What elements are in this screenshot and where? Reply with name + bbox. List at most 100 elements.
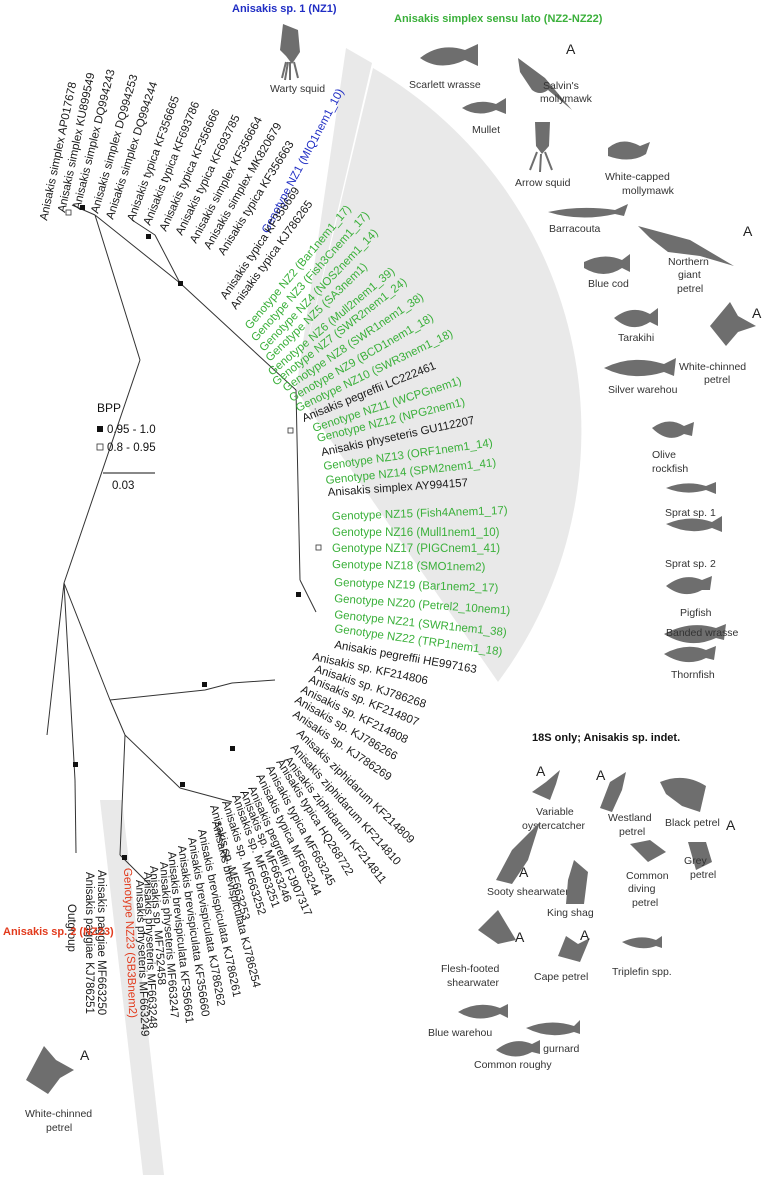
bpp-high-node (230, 746, 235, 751)
host-label: Sooty shearwater (487, 886, 569, 898)
bpp-low-node (315, 544, 322, 551)
host-label: petrel (704, 374, 730, 386)
legend-high-label: 0.95 - 1.0 (107, 424, 156, 436)
legend-low-label: 0.8 - 0.95 (107, 442, 156, 454)
bird-icon (566, 860, 588, 904)
host-label: Cape petrel (534, 971, 588, 983)
host-label: Thornfish (671, 669, 715, 681)
fish-icon (664, 646, 716, 663)
bpp-high-node (180, 782, 185, 787)
adult-marker: A (515, 929, 525, 945)
host-label: Black petrel (665, 817, 720, 829)
host-label: Banded wrasse (666, 627, 739, 639)
fish-icon (526, 1020, 580, 1036)
bird-icon (710, 302, 756, 346)
host-label: Sprat sp. 2 (665, 558, 716, 570)
bpp-high-node (73, 762, 78, 767)
nz1-wedge (296, 48, 372, 390)
bird-icon (630, 840, 666, 862)
host-label: mollymawk (622, 185, 675, 197)
leaf-label: Genotype NZ19 (Bar1nem2_17) (334, 577, 499, 595)
bird-icon (608, 141, 650, 160)
adult-marker: A (566, 41, 576, 57)
bpp-high-node (296, 592, 301, 597)
fish-icon (584, 254, 630, 274)
bird-icon (496, 822, 540, 884)
simplex-heading: Anisakis simplex sensu lato (NZ2-NZ22) (394, 13, 603, 25)
host-label: Triplefin spp. (612, 966, 672, 978)
host-label: Common (626, 870, 669, 882)
leaf-label: Anisakis physeteris MF663248 (141, 872, 158, 1029)
bpp-high-node (122, 855, 127, 860)
bird-icon (660, 777, 706, 812)
host-label: Warty squid (270, 83, 325, 95)
fish-icon (622, 936, 662, 949)
host-label: Arrow squid (515, 177, 571, 189)
host-label: Flesh-footed (441, 963, 500, 975)
host-label: Blue cod (588, 278, 629, 290)
host-label: petrel (632, 897, 658, 909)
host-label: rockfish (652, 463, 688, 475)
bird-icon (478, 910, 516, 944)
host-label: mollymawk (540, 93, 593, 105)
adult-marker: A (536, 763, 546, 779)
host-label: White-capped (605, 171, 670, 183)
leaf-label: Outgroup (65, 904, 77, 952)
adult-marker: A (743, 223, 753, 239)
fish-icon (666, 576, 712, 595)
host-label: shearwater (447, 977, 499, 989)
bird-icon (600, 772, 626, 812)
legend-title: BPP (97, 401, 121, 415)
host-label: Tarakihi (618, 332, 654, 344)
host-label: Sprat sp. 1 (665, 507, 716, 519)
fish-icon (604, 358, 676, 377)
node-markers (65, 205, 322, 860)
host-label: White-chinned (25, 1108, 92, 1120)
host-label: Mullet (472, 124, 500, 136)
fish-icon (666, 516, 722, 532)
bpp-high-node (202, 682, 207, 687)
adult-marker: A (80, 1047, 90, 1063)
squid-icon (529, 122, 553, 173)
host-label: Northern (668, 256, 709, 268)
bird-icon (26, 1046, 74, 1094)
fish-icon (666, 482, 716, 494)
fish-icon (496, 1040, 540, 1057)
legend-high-swatch (97, 426, 103, 432)
leaf-label: Genotype NZ18 (SMO1nem2) (332, 559, 486, 574)
host-label: diving (628, 883, 656, 895)
host-label: King shag (547, 907, 594, 919)
fish-icon (614, 308, 658, 328)
leaf-label: Genotype NZ16 (Mull1nem1_10) (332, 527, 500, 539)
bpp-low-node (65, 209, 72, 216)
fish-icon (664, 624, 726, 644)
host-label: petrel (619, 826, 645, 838)
host-label: White-chinned (679, 361, 746, 373)
bpp-high-node (146, 234, 151, 239)
fish-icon (548, 204, 628, 218)
host-label: Westland (608, 812, 652, 824)
adult-marker: A (752, 305, 762, 321)
leaf-label: Genotype NZ17 (PIGCnem1_41) (332, 543, 500, 555)
adult-marker: A (726, 817, 736, 833)
albatross-icon (518, 58, 572, 110)
bird-icon (558, 936, 590, 962)
leaf-label: Anisakis paggiae KJ786251 (83, 872, 95, 1014)
bird-icon (532, 770, 560, 800)
leaf-label: Anisakis physeteris MF663249 (133, 880, 150, 1037)
host-label: Common roughy (474, 1059, 552, 1071)
nz23-heading: Anisakis sp. 2 (NZ23) (3, 926, 114, 938)
host-label: petrel (677, 283, 703, 295)
albatross-icon (638, 226, 734, 266)
host-label: petrel (46, 1122, 72, 1134)
host-label: giant (678, 269, 701, 281)
adult-marker: A (596, 767, 606, 783)
bpp-low-node (287, 427, 294, 434)
nz23-wedge (100, 800, 164, 1175)
nz23-hosts: A White-chinned petrel (25, 1046, 92, 1134)
nz1-heading: Anisakis sp. 1 (NZ1) (232, 3, 337, 15)
squid-icon (280, 24, 300, 81)
indet-hosts: A Variable oystercatcher A Westland petr… (428, 763, 736, 1071)
nz1-hosts: Warty squid (270, 24, 325, 95)
